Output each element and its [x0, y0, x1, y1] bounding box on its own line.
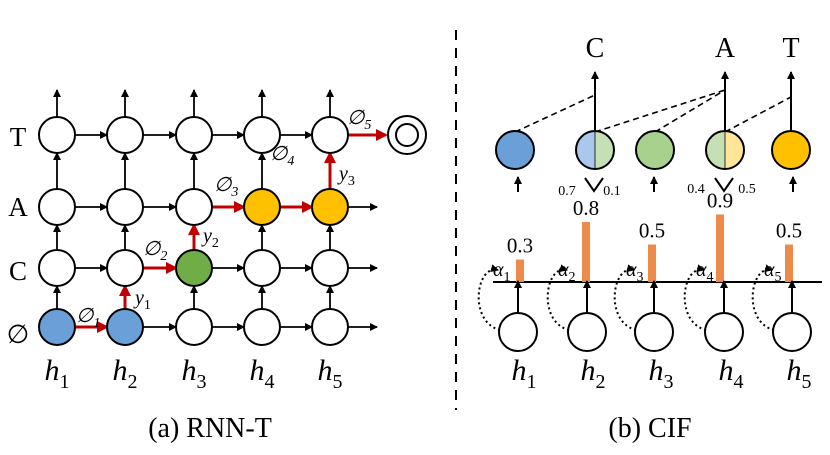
blank-label-3: ∅3: [214, 174, 238, 200]
alpha-bar-value-1: 0.3: [507, 234, 533, 258]
cif-col-label-2: h2: [581, 354, 606, 393]
rnnt-col-label-4: h4: [250, 354, 275, 393]
lattice-node: [175, 308, 213, 346]
split-label-3: 0.4: [687, 182, 705, 197]
cif-col-label-5: h5: [787, 354, 812, 393]
cif-col-label-3: h3: [649, 354, 674, 393]
row-label-C: C: [9, 256, 27, 286]
cif-node-3: [635, 130, 675, 170]
cif-diagram: C A T: [477, 33, 822, 444]
lattice-node: [38, 249, 76, 287]
alpha-bar-1: [516, 259, 524, 282]
alpha-label-5: α5: [764, 259, 782, 285]
blank-label-5: ∅5: [347, 107, 371, 133]
alpha-label-2: α2: [558, 259, 576, 285]
cif-node-5: [771, 130, 811, 170]
lattice-node: [175, 116, 213, 154]
encoder-node-5: [772, 312, 812, 352]
alpha-bar-value-4: 0.9: [707, 189, 733, 213]
final-state-inner: [395, 123, 419, 147]
row-label-blank: ∅: [7, 320, 30, 349]
cif-output-C: C: [586, 33, 605, 64]
blank-label-4: ∅4: [270, 143, 294, 169]
lattice-node: [243, 116, 281, 154]
emit-label-1: y1: [133, 287, 151, 313]
lattice-node: [311, 308, 349, 346]
cif-col-label-1: h1: [512, 354, 537, 393]
rnnt-diagram: T A C ∅ h1 h2 h3 h4 h5 ∅1 ∅2 ∅3 ∅4 ∅5 y1…: [7, 89, 427, 444]
rnnt-col-label-3: h3: [182, 354, 207, 393]
lattice-node: [243, 188, 281, 226]
row-label-A: A: [8, 192, 28, 222]
lattice-node: [38, 188, 76, 226]
cif-dashed-line: [654, 89, 726, 133]
encoder-node-2: [567, 312, 607, 352]
alpha-bar-value-5: 0.5: [776, 219, 802, 243]
cif-split-arrow: [714, 177, 734, 193]
lattice-node: [38, 116, 76, 154]
rnnt-col-label-5: h5: [318, 354, 343, 393]
emit-label-2: y2: [201, 225, 219, 251]
cif-dashed-line: [594, 89, 726, 133]
encoder-node-4: [704, 312, 744, 352]
cif-dashed-line: [514, 94, 596, 133]
cif-output-A: A: [715, 33, 736, 64]
rnnt-col-label-1: h1: [45, 354, 70, 393]
alpha-bar-value-2: 0.8: [573, 196, 599, 220]
alpha-label-4: α4: [696, 259, 714, 285]
cif-col-label-4: h4: [719, 354, 744, 393]
blank-label-2: ∅2: [143, 238, 167, 264]
emit-label-3: y3: [337, 163, 355, 189]
cif-node-4: [705, 130, 745, 170]
split-label-4: 0.5: [738, 182, 756, 197]
alpha-label-3: α3: [626, 259, 644, 285]
split-label-2: 0.1: [603, 184, 621, 199]
blank-label-1: ∅1: [76, 305, 100, 331]
lattice-node: [311, 188, 349, 226]
lattice-node: [106, 116, 144, 154]
lattice-node: [106, 188, 144, 226]
lattice-node: [175, 188, 213, 226]
lattice-node: [106, 249, 144, 287]
encoder-node-1: [498, 312, 538, 352]
encoder-node-3: [634, 312, 674, 352]
alpha-bar-3: [648, 244, 656, 282]
lattice-node: [38, 308, 76, 346]
cif-dashed-line: [724, 96, 792, 133]
alpha-bar-4: [716, 214, 724, 282]
row-label-T: T: [10, 122, 27, 152]
rnnt-col-label-2: h2: [113, 354, 138, 393]
cif-output-T: T: [782, 33, 799, 64]
alpha-bar-5: [785, 244, 793, 282]
alpha-label-1: α1: [493, 259, 511, 285]
cif-caption: (b) CIF: [608, 413, 691, 444]
lattice-node: [243, 308, 281, 346]
cif-node-1: [495, 130, 535, 170]
lattice-node: [106, 308, 144, 346]
alpha-bar-2: [582, 222, 590, 282]
split-label-1: 0.7: [558, 184, 576, 199]
cif-node-2: [575, 130, 615, 170]
cif-split-arrow: [584, 177, 604, 193]
lattice-node: [175, 249, 213, 287]
alpha-bar-value-3: 0.5: [639, 219, 665, 243]
rnnt-caption: (a) RNN-T: [148, 413, 272, 444]
lattice-node: [243, 249, 281, 287]
lattice-node: [311, 249, 349, 287]
lattice-node: [311, 116, 349, 154]
